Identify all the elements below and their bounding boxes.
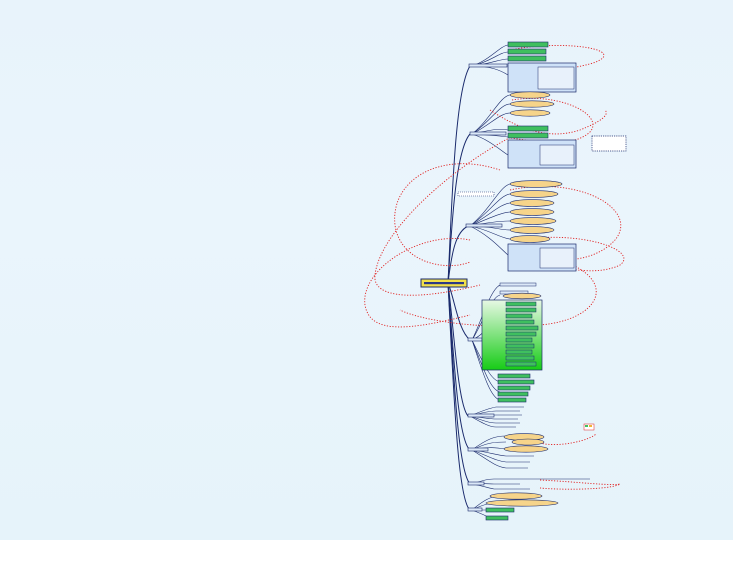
- branch-3-topic-1[interactable]: [509, 180, 563, 188]
- branch-1-topic-3[interactable]: [507, 55, 547, 62]
- branch-connectors: [447, 65, 471, 511]
- relationship-line-9: [539, 433, 597, 445]
- relationship-line-3: [394, 163, 501, 267]
- branch-4-inner-topic-3[interactable]: [505, 313, 533, 319]
- subtopic-fan-lines: [469, 44, 511, 519]
- relationship-line-4: [374, 134, 516, 296]
- branch-4-topic-1[interactable]: [502, 292, 542, 300]
- branch-3[interactable]: [465, 180, 577, 272]
- relationship-line-1: [509, 45, 605, 73]
- branch-2-topic-1[interactable]: [509, 91, 551, 99]
- branch-2-topic-2[interactable]: [509, 100, 555, 108]
- branch-3-topic-2[interactable]: [509, 190, 559, 198]
- canvas-background: [0, 0, 733, 540]
- branch-4-inner-topic-7[interactable]: [505, 337, 533, 343]
- branch-6-topic-3[interactable]: [503, 445, 549, 453]
- branch-3-topic-5[interactable]: [509, 217, 557, 225]
- branch-3-panel-inset[interactable]: [539, 247, 575, 269]
- central-topic[interactable]: [420, 278, 468, 288]
- branch-4-inner-topic-1[interactable]: [505, 301, 537, 307]
- branch-4-inner-topic-6[interactable]: [505, 331, 537, 337]
- branch-4-inner-topic-4[interactable]: [505, 319, 535, 325]
- branch-4-inner-topic-8[interactable]: [505, 343, 535, 349]
- branch-2-topic-4[interactable]: [507, 125, 549, 132]
- branch-4-inner-topic-10[interactable]: [505, 355, 535, 361]
- branch-4-inner-topic-5[interactable]: [505, 325, 539, 331]
- callout-box[interactable]: [591, 135, 627, 152]
- branch-4-inner-topic-9[interactable]: [505, 349, 533, 355]
- branch-8-topic-3[interactable]: [485, 507, 515, 513]
- relationship-line-2: [509, 97, 594, 143]
- branch-3-topic-4[interactable]: [509, 208, 555, 216]
- floating-note[interactable]: [457, 191, 495, 197]
- branch-connector-4: [447, 282, 471, 341]
- relationship-line-10: [539, 479, 621, 490]
- branch-1-panel-inset[interactable]: [537, 66, 575, 90]
- branch-6-topic-2[interactable]: [511, 438, 545, 446]
- branch-4-inner-topic-2[interactable]: [505, 307, 537, 313]
- relationship-line-11: [489, 109, 607, 135]
- branch-5[interactable]: [467, 406, 524, 428]
- branch-3-topic-6[interactable]: [509, 226, 555, 234]
- branch-2-panel-inset[interactable]: [539, 144, 575, 166]
- branch-6[interactable]: [467, 433, 549, 469]
- branch-connector-5: [447, 282, 469, 417]
- branch-3-topic-7[interactable]: [509, 235, 551, 243]
- branch-1-topic-2[interactable]: [507, 48, 547, 55]
- branch-4-topic-3[interactable]: [497, 379, 535, 385]
- branch-4-inner-topic-11[interactable]: [505, 361, 537, 367]
- branch-7[interactable]: [467, 478, 590, 490]
- branch-4-topic-2[interactable]: [497, 373, 531, 379]
- branch-4-topic-6[interactable]: [497, 397, 527, 403]
- branch-3-topic-3[interactable]: [509, 199, 555, 207]
- branch-4-topic-5[interactable]: [497, 391, 529, 397]
- branch-connector-1: [447, 65, 471, 284]
- branch-connector-8: [447, 282, 471, 511]
- branch-2-topic-5[interactable]: [507, 132, 549, 139]
- branch-4-topic-4[interactable]: [497, 385, 531, 391]
- branch-5-leaf-lines: [496, 406, 524, 428]
- branch-8[interactable]: [467, 492, 559, 521]
- branch-7-leaf-lines: [494, 478, 590, 490]
- branch-8-topic-4[interactable]: [485, 515, 509, 521]
- branch-2[interactable]: [469, 91, 577, 169]
- branch-6-leaf-lines: [506, 455, 534, 469]
- branch-2-topic-3[interactable]: [509, 109, 551, 117]
- branch-connector-2: [447, 133, 471, 284]
- branch-1-topic-1[interactable]: [507, 41, 549, 48]
- branch-8-topic-2[interactable]: [485, 499, 559, 507]
- sticker-icon: [583, 423, 595, 431]
- branch-4[interactable]: [467, 282, 543, 403]
- relationship-line-7: [364, 238, 471, 328]
- branch-8-topic-1[interactable]: [489, 492, 543, 500]
- branch-connector-3: [447, 225, 469, 284]
- branch-1[interactable]: [468, 41, 577, 93]
